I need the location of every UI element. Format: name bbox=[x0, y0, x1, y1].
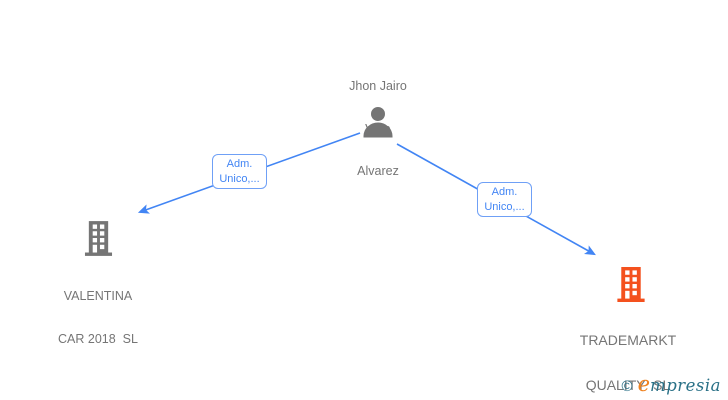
edge-label-line: Unico,... bbox=[484, 200, 525, 213]
edge-label-adm-unico-right[interactable]: Adm. Unico,... bbox=[477, 182, 532, 217]
company-name-line: CAR 2018 SL bbox=[58, 331, 138, 346]
brand-name: mpresia bbox=[650, 376, 721, 395]
edge-label-line: Adm. bbox=[226, 157, 253, 170]
person-icon bbox=[363, 107, 393, 138]
brand-initial: e bbox=[637, 372, 651, 396]
edge-label-adm-unico-left[interactable]: Adm. Unico,... bbox=[212, 154, 267, 189]
person-name-line: Alvarez bbox=[357, 164, 399, 178]
company-name: TRADEMARKT QUALITY SL bbox=[566, 303, 690, 400]
edge-label-line: Unico,... bbox=[219, 172, 260, 185]
building-icon bbox=[84, 221, 113, 256]
company-name-line: QUALITY SL bbox=[585, 377, 671, 393]
building-icon bbox=[617, 267, 645, 302]
watermark-empresia-logo[interactable]: © e mpresia bbox=[621, 372, 721, 396]
person-name-line: Jhon Jairo bbox=[349, 79, 407, 93]
company-name: VALENTINA CAR 2018 SL bbox=[36, 261, 160, 374]
copyright-icon: © bbox=[621, 378, 633, 395]
company-name-line: VALENTINA bbox=[63, 289, 133, 303]
company-name-line: TRADEMARKT bbox=[579, 332, 677, 348]
edge-label-line: Adm. bbox=[491, 185, 518, 198]
